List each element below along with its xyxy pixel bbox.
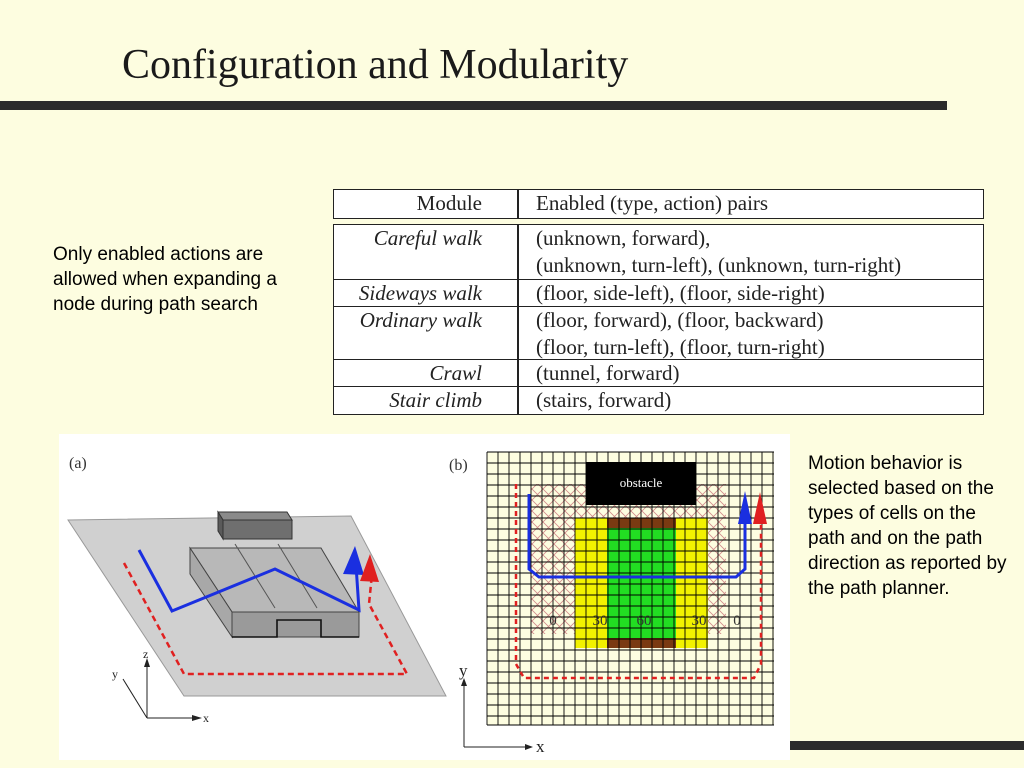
axes-a	[122, 658, 202, 721]
pairs-line: (floor, forward), (floor, backward)	[536, 308, 824, 332]
module-pairs: (stairs, forward)	[518, 387, 979, 414]
planned-path-a	[137, 549, 361, 613]
pairs-line: (unknown, forward),	[536, 226, 711, 250]
table-row: Sideways walk (floor, side-left), (floor…	[333, 279, 984, 307]
figure-panel: (a)	[59, 434, 790, 760]
obstacle-label: obstacle	[620, 475, 663, 490]
executed-path-a	[122, 562, 410, 676]
planned-path-b	[527, 494, 747, 579]
stairs-top	[607, 518, 676, 528]
cost-label: 30	[593, 613, 608, 629]
panel-a-label: (a)	[69, 455, 87, 472]
header-module: Module	[416, 191, 482, 215]
axis-y-label-a: y	[112, 667, 118, 681]
column-divider	[517, 225, 519, 279]
figure-svg: (a)	[67, 451, 774, 756]
pairs-line: (unknown, turn-left), (unknown, turn-rig…	[536, 253, 902, 277]
stairs-block	[189, 543, 360, 639]
column-divider	[517, 190, 519, 218]
cost-label: 0	[549, 613, 557, 629]
axis-z-label: z	[143, 647, 148, 661]
executed-path-arrow-b	[753, 492, 767, 524]
module-name: Careful walk	[373, 226, 482, 250]
cost-label: 30	[692, 613, 707, 629]
column-divider	[517, 387, 519, 414]
note-left: Only enabled actions are allowed when ex…	[53, 244, 277, 315]
table-row: Careful walk (unknown, forward), (unknow…	[333, 224, 984, 280]
module-name: Ordinary walk	[359, 308, 482, 332]
module-pairs: (unknown, forward), (unknown, turn-left)…	[518, 225, 979, 279]
module-pairs: (floor, forward), (floor, backward) (flo…	[518, 307, 979, 361]
pairs-line: (floor, turn-left), (floor, turn-right)	[536, 335, 825, 359]
table-row: Stair climb (stairs, forward)	[333, 386, 984, 415]
column-divider	[517, 360, 519, 386]
axes-b	[461, 678, 533, 750]
panel-b: (b)	[449, 451, 774, 756]
module-pairs: (tunnel, forward)	[518, 360, 979, 387]
stairs-bottom	[607, 638, 676, 648]
module-pairs: (floor, side-left), (floor, side-right)	[518, 280, 979, 307]
panel-b-label: (b)	[449, 457, 468, 474]
column-divider	[517, 280, 519, 306]
title-underline	[0, 101, 947, 110]
box-obstacle	[217, 510, 293, 541]
axis-x-label-b: x	[536, 737, 545, 756]
footer-rule	[790, 741, 1024, 750]
module-name: Sideways walk	[358, 281, 482, 305]
pairs-line: (floor, side-left), (floor, side-right)	[536, 281, 825, 305]
note-right: Motion behavior is selected based on the…	[808, 453, 1007, 599]
executed-path-arrow-a	[360, 554, 379, 582]
axis-x-label-a: x	[203, 711, 209, 725]
cost-label: 60	[637, 613, 652, 629]
planned-path-arrow-b	[738, 491, 752, 524]
axis-y-label-b: y	[459, 661, 468, 680]
table-row: Crawl (tunnel, forward)	[333, 359, 984, 387]
page-title: Configuration and Modularity	[122, 42, 629, 88]
module-name: Stair climb	[389, 388, 482, 412]
pairs-line: (stairs, forward)	[536, 388, 672, 412]
table-row: Ordinary walk (floor, forward), (floor, …	[333, 306, 984, 360]
header-pairs: Enabled (type, action) pairs	[536, 191, 769, 215]
module-name: Crawl	[429, 361, 482, 385]
cost-label: 0	[733, 613, 741, 629]
pairs-line: (tunnel, forward)	[536, 361, 680, 385]
table-header: Module Enabled (type, action) pairs	[333, 189, 984, 219]
column-divider	[517, 307, 519, 359]
obstacle-block	[586, 462, 696, 505]
planned-path-arrow-a	[343, 546, 364, 575]
panel-a: (a)	[67, 455, 447, 725]
